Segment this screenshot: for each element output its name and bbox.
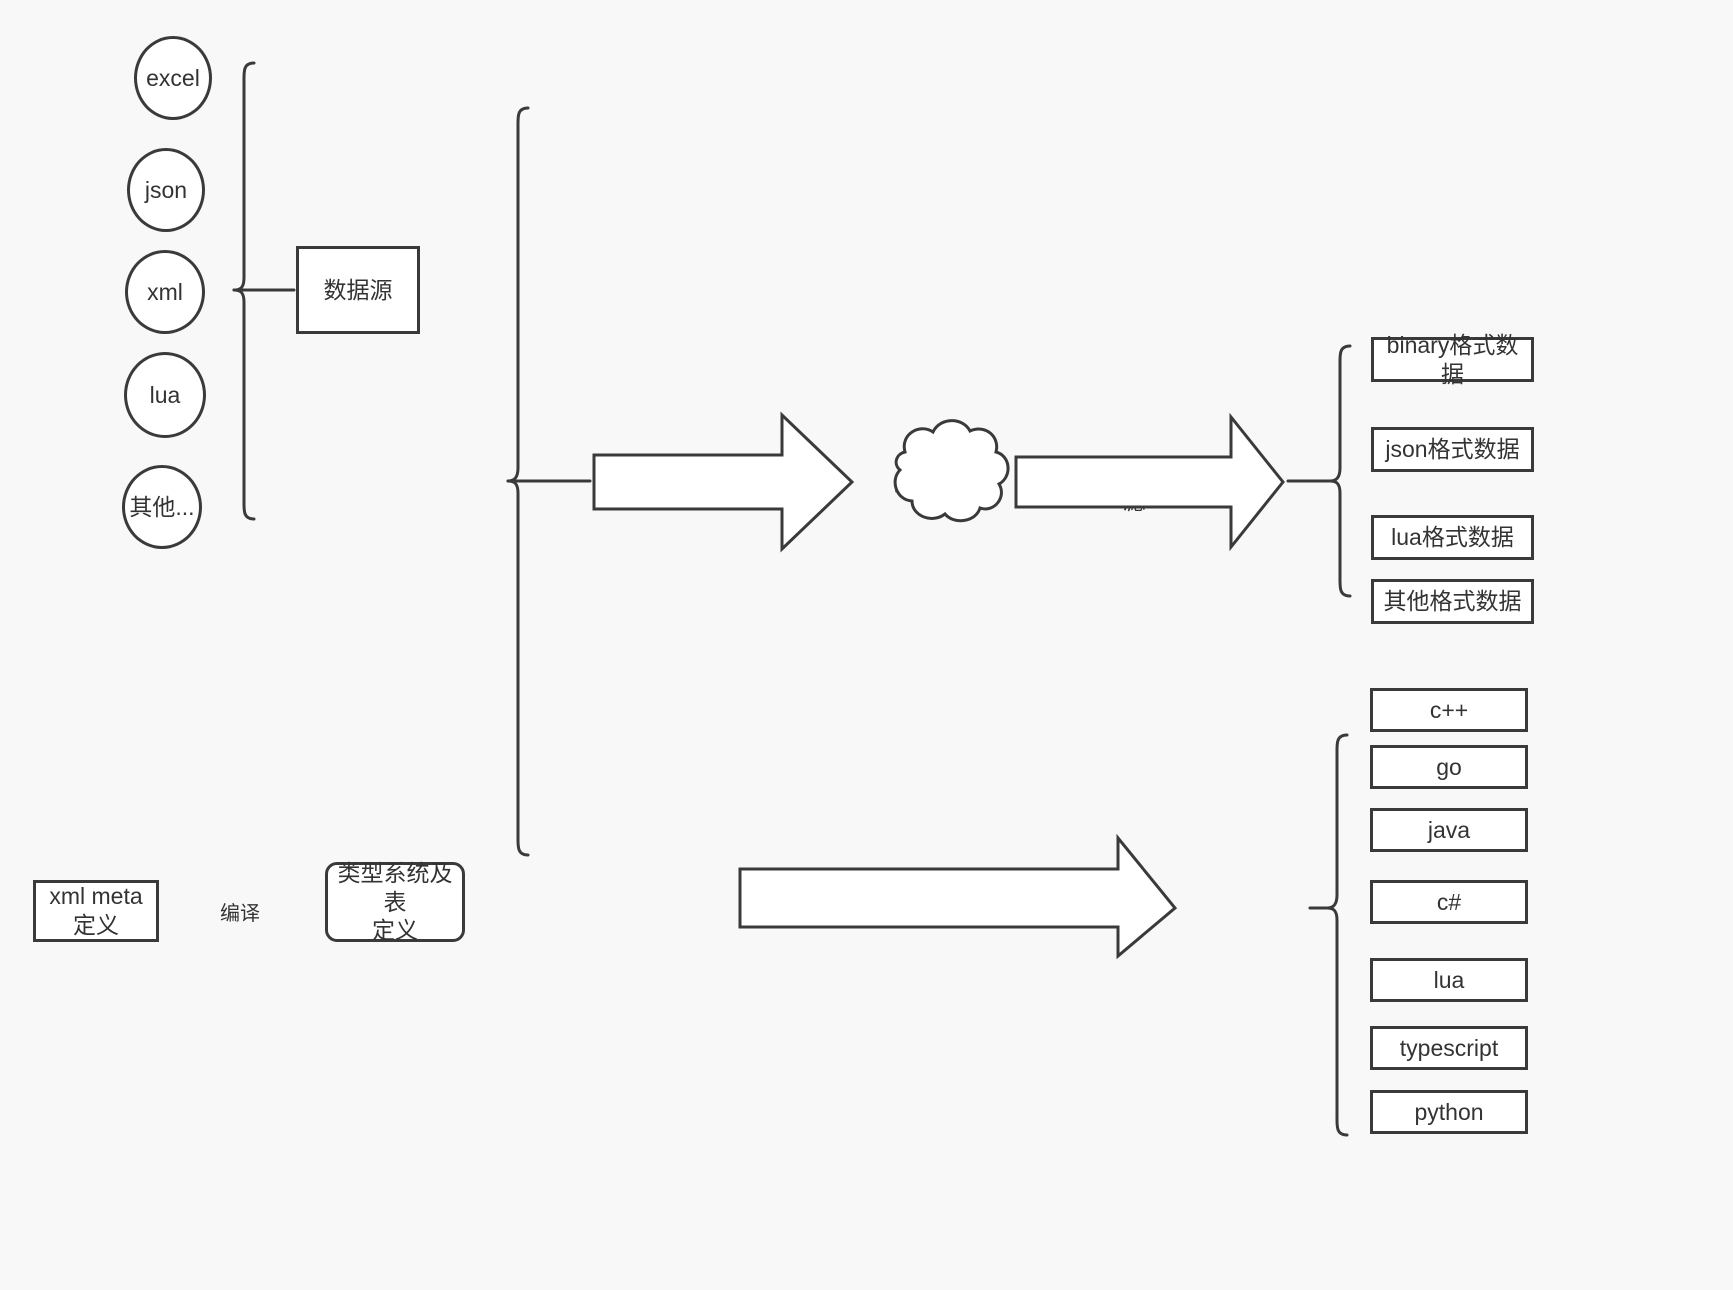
output-language-box-lua[interactable]: lua <box>1370 958 1528 1002</box>
output-format-label: 其他格式数据 <box>1383 588 1522 615</box>
internal-data-cloud <box>893 419 1010 523</box>
type-system-label-line2: 定义 <box>372 917 418 944</box>
output-format-label: lua格式数据 <box>1391 524 1514 551</box>
source-node-label: excel <box>146 64 200 91</box>
codegen-arrow <box>738 833 1178 960</box>
source-node-other[interactable]: 其他... <box>122 465 202 549</box>
output-language-box-csharp[interactable]: c# <box>1370 880 1528 924</box>
output-language-label: python <box>1414 1098 1484 1125</box>
sources-brace <box>232 61 296 521</box>
source-node-json[interactable]: json <box>127 148 205 232</box>
xml-meta-box[interactable]: xml meta定义 <box>33 880 159 942</box>
output-format-label: json格式数据 <box>1385 436 1520 463</box>
output-format-box-lua[interactable]: lua格式数据 <box>1371 515 1534 560</box>
output-format-box-json[interactable]: json格式数据 <box>1371 427 1534 472</box>
language-brace <box>1308 733 1349 1137</box>
source-node-label: xml <box>147 278 183 305</box>
output-language-label: c# <box>1436 888 1462 915</box>
source-node-xml[interactable]: xml <box>125 250 205 334</box>
output-format-box-binary[interactable]: binary格式数据 <box>1371 332 1534 387</box>
output-language-box-typescript[interactable]: typescript <box>1370 1026 1528 1070</box>
output-language-label: java <box>1427 816 1471 843</box>
output-language-label: typescript <box>1399 1034 1499 1061</box>
data-source-label: 数据源 <box>323 276 393 303</box>
compile-arrow-label: 编译 <box>220 902 260 925</box>
source-node-label: lua <box>149 381 181 408</box>
output-language-label: go <box>1436 753 1462 780</box>
load-parse-arrow <box>592 411 855 553</box>
output-format-label: binary格式数据 <box>1386 331 1519 387</box>
source-node-lua[interactable]: lua <box>124 352 206 438</box>
output-format-box-other[interactable]: 其他格式数据 <box>1371 579 1534 624</box>
data-source-box[interactable]: 数据源 <box>296 246 420 334</box>
source-node-excel[interactable]: excel <box>134 36 212 120</box>
xml-meta-label: xml meta定义 <box>49 883 143 938</box>
output-language-box-go[interactable]: go <box>1370 745 1528 789</box>
filter-arrow-label: 校验、分组、标签过滤 <box>1030 454 1238 514</box>
pipeline-input-brace <box>506 106 592 857</box>
cloud-label: 内部数据 <box>893 469 985 495</box>
output-language-label: c++ <box>1429 696 1469 723</box>
data-format-brace <box>1286 344 1352 598</box>
output-language-box-java[interactable]: java <box>1370 808 1528 852</box>
codegen-arrow-label: 根据定义生成代码 <box>833 897 1017 923</box>
output-language-box-cpp[interactable]: c++ <box>1370 688 1528 732</box>
type-system-label-line1: 类型系统及表 <box>337 859 453 915</box>
source-node-label: 其他... <box>129 493 195 520</box>
output-language-box-python[interactable]: python <box>1370 1090 1528 1134</box>
filter-arrow <box>1014 412 1285 552</box>
type-system-box[interactable]: 类型系统及表 定义 <box>325 859 465 944</box>
output-language-label: lua <box>1433 966 1465 993</box>
load-parse-arrow-label: 加载和解析 <box>642 471 758 497</box>
source-node-label: json <box>144 176 188 203</box>
